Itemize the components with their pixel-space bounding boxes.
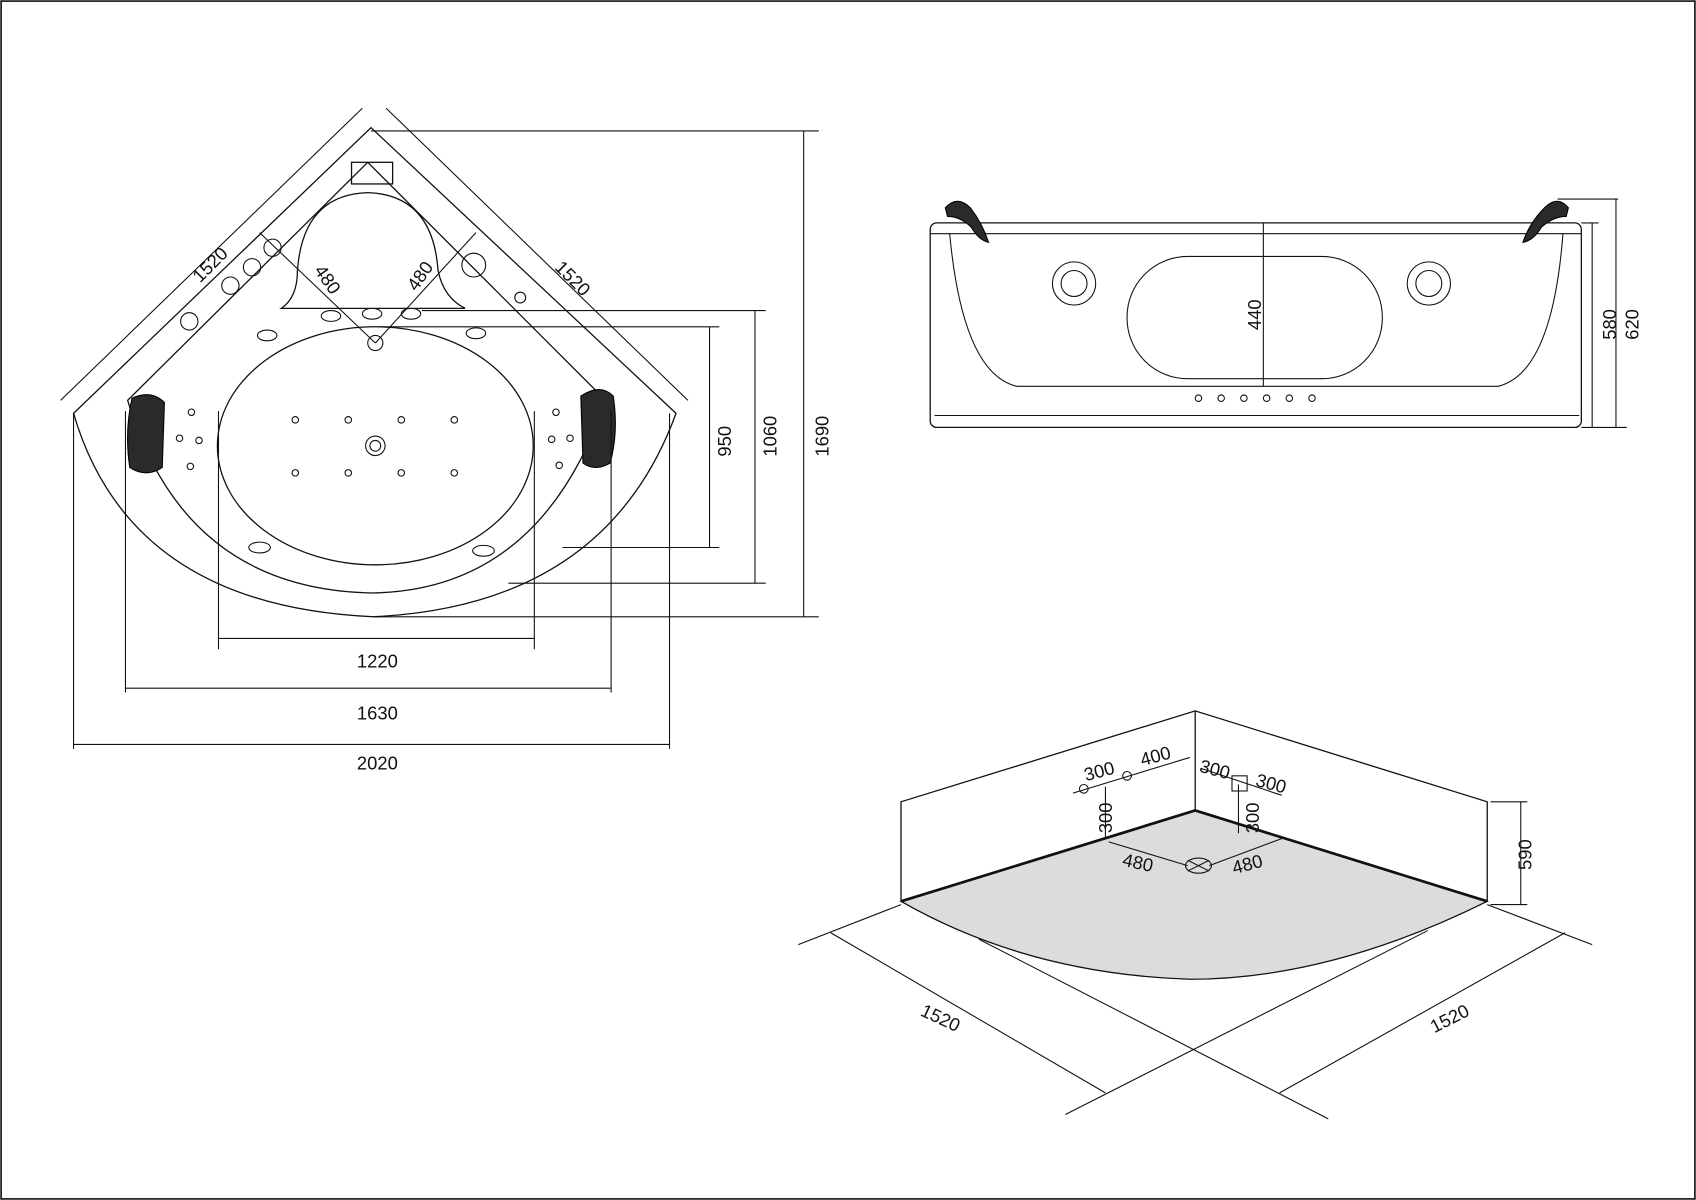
dim-total-width: 2020 xyxy=(357,752,398,773)
side-view: 440 580 620 xyxy=(929,198,1643,429)
dim-inner-height: 440 xyxy=(1244,299,1265,330)
dim-total-depth: 1690 xyxy=(812,416,833,457)
dim-apron-height: 580 xyxy=(1599,309,1620,340)
control-panel-icon xyxy=(350,161,394,185)
top-view: 1520 1520 480 480 950 1060 1690 1220 163… xyxy=(60,107,833,773)
jets xyxy=(175,238,574,557)
led-row xyxy=(1194,394,1316,402)
floor-area xyxy=(899,809,1489,980)
dim-pipe-right-height: 300 xyxy=(1242,803,1263,834)
dim-mid-depth: 1060 xyxy=(760,416,781,457)
dim-inner-width: 1220 xyxy=(357,651,398,672)
handle-right-icon xyxy=(1522,200,1569,244)
handle-left-icon xyxy=(944,200,990,244)
seat-recess xyxy=(279,191,466,310)
dim-inner-depth: 950 xyxy=(714,426,735,457)
dim-mid-width: 1630 xyxy=(357,703,398,724)
window-panel xyxy=(1126,255,1383,380)
dim-pipe-left-height: 300 xyxy=(1095,803,1116,834)
installation-view: 300 400 300 300 300 300 480 480 590 1520… xyxy=(798,710,1593,1120)
headrest-right-icon xyxy=(580,389,616,468)
tub-rim xyxy=(126,161,607,594)
dim-total-height: 620 xyxy=(1622,309,1643,340)
dim-wall-height: 590 xyxy=(1515,839,1536,870)
tub-side-outline xyxy=(929,222,1582,429)
outlet-icon xyxy=(1231,775,1248,792)
tub-basin xyxy=(216,326,534,566)
drain-icon xyxy=(1184,857,1212,874)
headrest-left-icon xyxy=(127,394,165,474)
